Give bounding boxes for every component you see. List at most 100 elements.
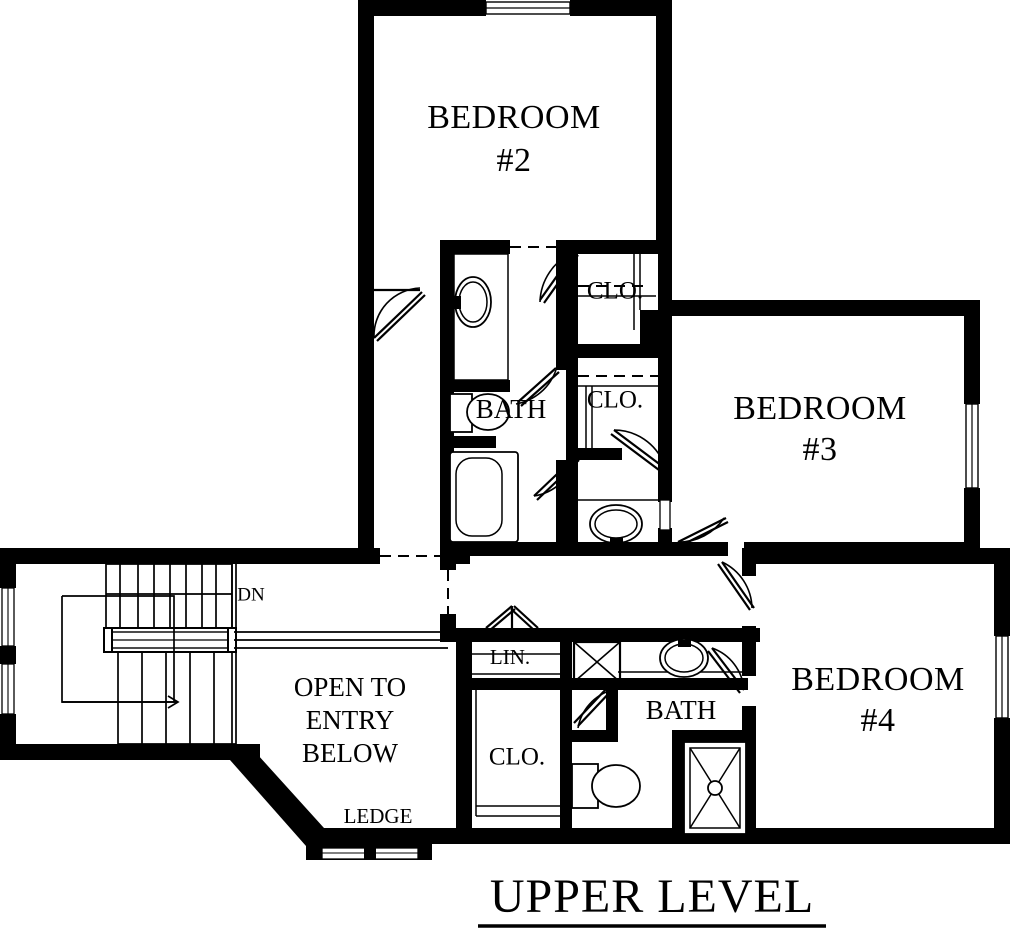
wall-hall-west-stub-2: [440, 614, 456, 642]
wall-closet-mid-south-left: [566, 448, 622, 460]
wall-bay-south-left: [306, 828, 430, 846]
toilet-hall-bath: [578, 499, 658, 545]
wall-bedroom4-north: [742, 548, 1010, 564]
wall-bath-south: [440, 542, 672, 556]
wall-east-bot: [994, 718, 1010, 844]
wall-bath-north-left: [440, 240, 510, 254]
door-closet-top: [539, 251, 579, 304]
wall-south-left: [0, 744, 260, 760]
wall-west-mid: [0, 646, 16, 664]
label-bath-lower: BATH: [646, 695, 717, 725]
wall-bedroom2-north-right: [570, 0, 672, 16]
label-bedroom2-line1: BEDROOM: [427, 99, 601, 136]
wall-bedroom3-north: [672, 300, 980, 316]
toilet-upper-bath: [449, 393, 510, 433]
linen-shelf: [460, 653, 560, 675]
wall-bedroom3-east-bot: [964, 488, 980, 556]
wall-bath-divider-lower: [440, 436, 496, 448]
door-linen-bifold: [485, 605, 539, 632]
wall-bedroom3-east-top: [964, 300, 980, 404]
label-open-to-entry-1: OPEN TO: [294, 672, 406, 702]
wall-bedroom4-west-a: [742, 548, 756, 576]
wall-south-right: [430, 828, 1010, 844]
wall-bath-lower-west-a: [606, 690, 618, 742]
label-open-to-entry-2: ENTRY: [306, 705, 395, 735]
window-stairhall-west-lower: [1, 663, 15, 715]
toilet-lower: [571, 763, 641, 809]
label-closet-mid: CLO.: [587, 387, 643, 414]
closet-lower-shelf: [475, 690, 560, 817]
wall-bay-east: [416, 828, 432, 860]
wall-hall-west-stub: [440, 556, 456, 570]
stair-railing: [103, 627, 448, 653]
door-closet-mid: [610, 429, 665, 471]
label-stair-direction: DN: [237, 584, 265, 605]
label-group: BEDROOM #2 BEDROOM #3 BEDROOM #4 BATH BA…: [237, 99, 964, 828]
door-hall-bath: [677, 517, 729, 547]
label-ledge: LEDGE: [344, 804, 413, 828]
label-open-to-entry-3: BELOW: [302, 738, 398, 768]
wall-shower-west: [672, 730, 684, 842]
wall-closet-mid-east: [658, 344, 672, 460]
wall-linen-south: [456, 678, 572, 690]
label-linen: LIN.: [490, 645, 530, 669]
wall-linen-east: [560, 628, 572, 690]
label-bedroom2-line2: #2: [497, 142, 532, 179]
stair-treads-lower: [117, 652, 233, 744]
wall-east-top: [994, 548, 1010, 636]
label-bath-upper: BATH: [476, 394, 547, 424]
bathtub-upper-bath: [449, 451, 519, 543]
wall-toilet-alcove-east-bot: [658, 528, 672, 556]
wall-closet-lower-west: [456, 628, 472, 842]
label-closet-top: CLO.: [587, 278, 643, 305]
door-bath-upper: [515, 367, 560, 407]
door-closet-lower: [707, 647, 745, 694]
door-group: [358, 251, 755, 729]
wall-closet-mid-north: [566, 344, 672, 358]
fixture-group: [449, 248, 747, 835]
door-bedroom3: [533, 455, 580, 501]
wall-diagonal-bay: [230, 744, 324, 846]
wall-closet-lower-east: [560, 690, 572, 842]
stair-direction-arrow: [62, 695, 180, 709]
label-bedroom3-line2: #3: [803, 431, 838, 468]
window-bedroom2-north: [485, 0, 571, 16]
door-bath-lower: [573, 686, 613, 729]
wall-bath-north-right: [570, 240, 672, 254]
stair-treads-upper: [105, 564, 233, 634]
label-closet-lower: CLO.: [489, 744, 545, 771]
window-bedroom3-east: [965, 403, 979, 489]
wall-toilet-alcove-west: [566, 460, 578, 556]
door-bedroom4: [717, 561, 755, 611]
wall-hall-north-stub: [672, 542, 696, 556]
window-stairhall-west-upper: [1, 587, 15, 647]
window-toilet-alcove: [659, 499, 671, 531]
cased-opening-group: [380, 285, 668, 816]
stair-treads-upper-b: [119, 564, 217, 634]
vanity-lower-bath: [618, 638, 746, 678]
wall-toilet-alcove-east-top: [658, 460, 672, 502]
duct-chase: [572, 628, 622, 690]
window-bedroom4-east: [995, 635, 1009, 719]
wall-closet-mid-south-right: [658, 448, 672, 460]
label-bedroom4-line2: #4: [861, 702, 896, 739]
label-bedroom3-line1: BEDROOM: [733, 390, 907, 427]
shower-lower-bath: [683, 741, 747, 835]
page-title: UPPER LEVEL: [490, 870, 814, 923]
vanity-upper-bath: [452, 253, 509, 381]
wall-bath-lower-north: [618, 678, 748, 690]
wall-closet-lower-north: [560, 730, 616, 742]
wall-closet-mid-west: [566, 344, 578, 460]
wall-bath-divider-upper: [440, 380, 510, 392]
closet-mid-shelf: [578, 385, 668, 448]
wall-bedroom2-north-left: [358, 0, 486, 16]
wall-bath-jamb: [556, 356, 570, 370]
window-ledge-bay-south: [321, 847, 419, 860]
staircase-switchback: [61, 563, 448, 745]
closet-top-shelf: [578, 248, 656, 330]
wall-bedroom2-east: [656, 0, 672, 240]
wall-shower-north: [672, 730, 748, 742]
label-bedroom4-line1: BEDROOM: [791, 661, 965, 698]
